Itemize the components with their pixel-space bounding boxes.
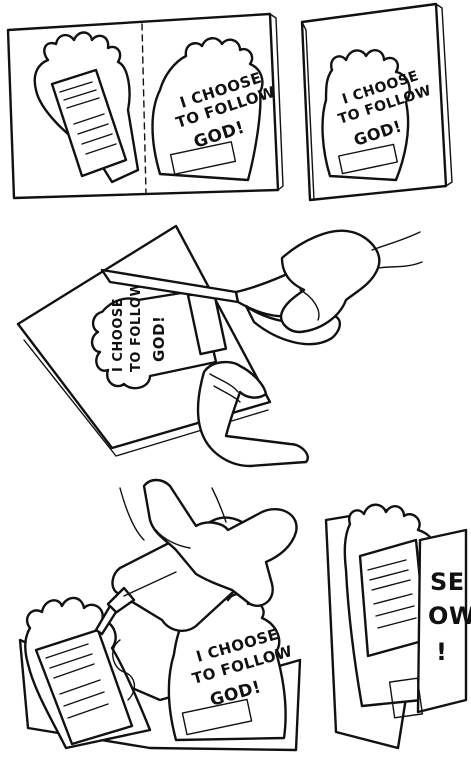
hand-holding-scissors (281, 231, 379, 332)
cut-text-line-3: GOD! (150, 316, 168, 362)
finished-text-line-3: ! (436, 638, 447, 666)
panel-folded-card: I CHOOSE TO FOLLOW GOD! (302, 4, 452, 200)
cut-text-line-2: TO FOLLOW (129, 282, 144, 372)
finished-text-line-1: SE (430, 568, 465, 596)
cut-text-line-1: I CHOOSE (111, 298, 126, 372)
panel-gluing: I CHOOSE TO FOLLOW GOD! (20, 480, 300, 750)
paper-slip-finished (360, 540, 426, 656)
panel-cutting: I CHOOSE TO FOLLOW GOD! (18, 226, 422, 466)
finished-text-line-2: OW (428, 602, 471, 630)
panel-open-card: I CHOOSE TO FOLLOW GOD! (8, 14, 283, 198)
panel-finished: SE OW ! (326, 505, 471, 748)
